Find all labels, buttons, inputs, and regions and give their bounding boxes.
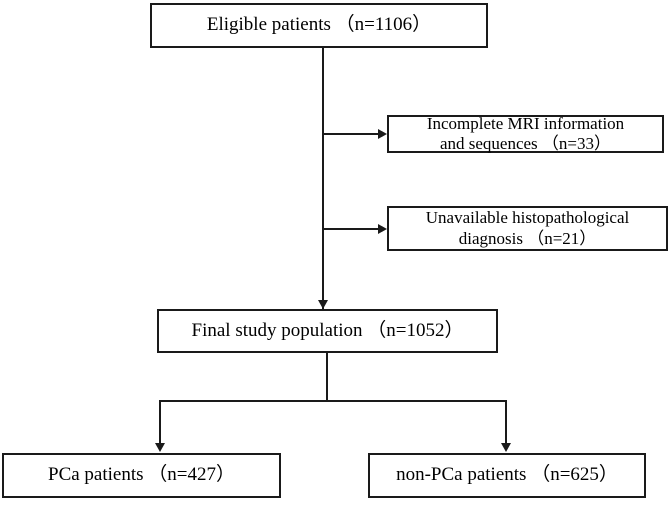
node-final-study-population-label: Final study population （n=1052） — [191, 319, 464, 341]
arrowhead-final-to-non-pca — [501, 443, 511, 452]
node-excluded-incomplete-mri-label: Incomplete MRI information and sequences… — [426, 113, 625, 153]
node-excluded-unavailable-histopathology-label: Unavailable histopathological diagnosis … — [425, 208, 630, 248]
node-eligible-patients: Eligible patients （n=1106） — [150, 3, 488, 48]
connector-final-to-non-pca — [505, 400, 507, 444]
node-excluded-unavailable-histopathology: Unavailable histopathological diagnosis … — [387, 206, 668, 251]
connector-eligible-to-unavailable-histopathology — [322, 228, 380, 230]
node-non-pca-patients-label: non-PCa patients （n=625） — [396, 464, 618, 486]
node-pca-patients-label: PCa patients （n=427） — [48, 464, 235, 486]
node-pca-patients: PCa patients （n=427） — [2, 453, 281, 498]
node-eligible-patients-label: Eligible patients （n=1106） — [206, 14, 432, 36]
connector-eligible-to-final — [322, 48, 324, 310]
arrowhead-eligible-to-final — [318, 300, 328, 309]
arrowhead-eligible-to-incomplete-mri — [378, 129, 387, 139]
node-final-study-population: Final study population （n=1052） — [157, 309, 498, 353]
connector-final-split-bar — [159, 400, 507, 402]
connector-final-split-stem — [326, 353, 328, 401]
node-non-pca-patients: non-PCa patients （n=625） — [368, 453, 646, 498]
connector-final-to-pca — [159, 400, 161, 444]
arrowhead-final-to-pca — [155, 443, 165, 452]
connector-eligible-to-incomplete-mri — [322, 133, 380, 135]
node-excluded-incomplete-mri: Incomplete MRI information and sequences… — [387, 113, 664, 153]
arrowhead-eligible-to-unavailable-histopathology — [378, 224, 387, 234]
